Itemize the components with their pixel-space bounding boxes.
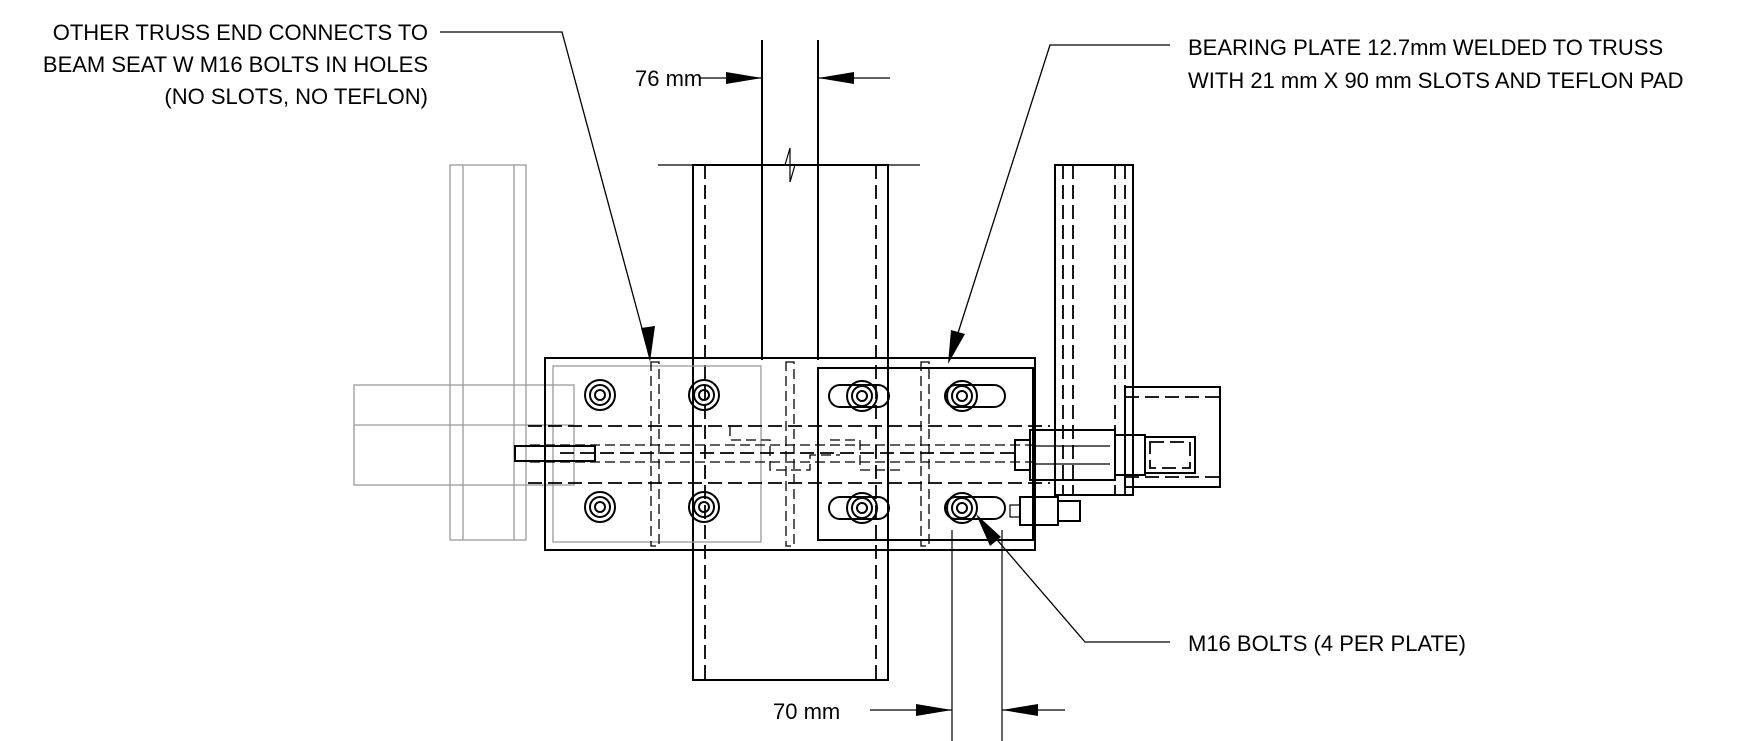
right-truss-member [1054, 164, 1221, 496]
bolt-slot-bottom-1 [828, 492, 890, 524]
horizontal-chord [514, 425, 1050, 484]
label-other-end-line2: BEAM SEAT W M16 BOLTS IN HOLES [43, 52, 428, 77]
label-bearing-plate-line2: WITH 21 mm X 90 mm SLOTS AND TEFLON PAD [1188, 68, 1684, 93]
dimension-slot-spacing: 70 mm [773, 530, 1065, 741]
bearing-plate [817, 367, 1034, 541]
threaded-adjuster [1009, 429, 1196, 526]
center-column [658, 40, 920, 681]
other-truss-end-outline [353, 164, 575, 541]
bolt-left-bottom-1 [584, 491, 616, 523]
bolt-slot-top-1 [828, 380, 890, 412]
leader-bolts: M16 BOLTS (4 PER PLATE) [976, 514, 1466, 656]
label-other-end-line3: (NO SLOTS, NO TEFLON) [164, 84, 428, 109]
stiffeners [650, 361, 930, 547]
bolt-left-top-2 [688, 379, 720, 411]
leader-other-end: OTHER TRUSS END CONNECTS TO BEAM SEAT W … [43, 20, 655, 362]
dimension-top-width-text: 76 mm [635, 66, 702, 91]
bolt-slot-top-2 [944, 380, 1006, 412]
beam-seat-plate [544, 357, 1036, 551]
slotted-hole-bolts [828, 380, 1006, 524]
label-other-end-line1: OTHER TRUSS END CONNECTS TO [53, 20, 428, 45]
round-hole-bolts [584, 379, 720, 523]
label-bolts: M16 BOLTS (4 PER PLATE) [1188, 631, 1466, 656]
dimension-top-width: 76 mm [635, 66, 890, 91]
dimension-slot-spacing-text: 70 mm [773, 699, 840, 724]
bolt-slot-bottom-2 [944, 492, 1006, 524]
leader-bearing-plate: BEARING PLATE 12.7mm WELDED TO TRUSS WIT… [948, 35, 1684, 364]
bolt-left-top-1 [584, 379, 616, 411]
label-bearing-plate-line1: BEARING PLATE 12.7mm WELDED TO TRUSS [1188, 35, 1663, 60]
bolt-left-bottom-2 [688, 491, 720, 523]
